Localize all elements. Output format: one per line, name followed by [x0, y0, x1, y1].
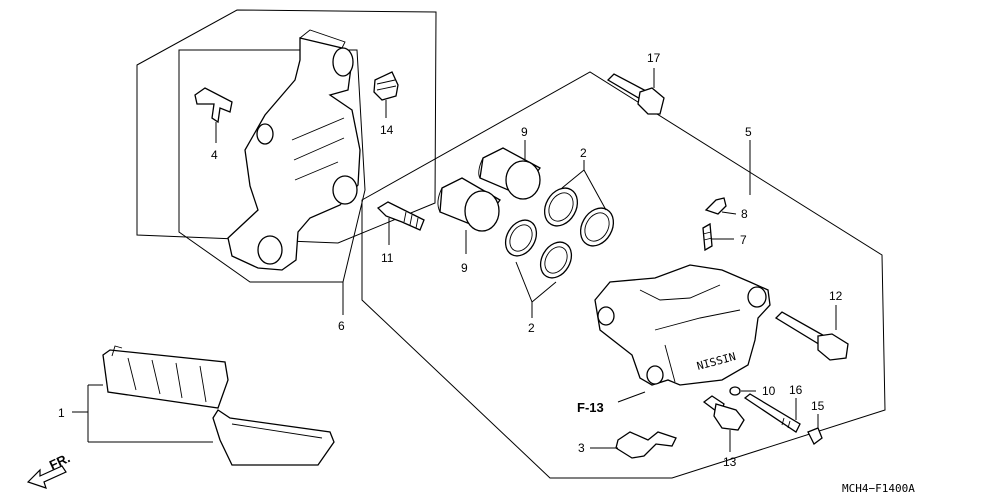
callout-8: 8: [741, 207, 748, 221]
caliper-assembly-box: [361, 71, 886, 479]
piston-upper: [478, 147, 541, 200]
callout-2b: 2: [528, 321, 535, 335]
callout-12: 12: [829, 289, 843, 303]
leader-f13: [617, 391, 646, 403]
callout-17: 17: [647, 51, 661, 65]
bolt-top: [606, 73, 665, 115]
reference-f13: F-13: [577, 400, 604, 415]
piston-seal-set-lower: [504, 219, 573, 279]
caliper-bracket: [227, 29, 361, 271]
brake-pad-upper: [102, 345, 229, 409]
pad-retainer-clip: [194, 87, 233, 124]
piston-seal-set-upper: [543, 187, 615, 247]
callout-14: 14: [380, 123, 394, 137]
pad-spring: [615, 431, 677, 459]
leader-1: [72, 384, 213, 443]
pin-bolt: [774, 311, 849, 361]
leader-8: [721, 211, 737, 215]
pad-pin: [743, 393, 801, 433]
callout-4: 4: [211, 148, 218, 162]
front-direction-arrow: FR.: [26, 450, 72, 489]
callout-11: 11: [381, 251, 394, 265]
callout-16: 16: [789, 383, 803, 397]
o-ring: [729, 386, 741, 396]
callout-13: 13: [723, 455, 737, 469]
caliper-bolt: [702, 395, 745, 431]
callout-2a: 2: [580, 146, 587, 160]
leader-2a: [561, 160, 607, 211]
pin-plug: [807, 427, 823, 445]
callout-7: 7: [740, 233, 747, 247]
callout-9a: 9: [521, 125, 528, 139]
callout-15: 15: [811, 399, 825, 413]
callout-9b: 9: [461, 261, 468, 275]
slide-pin: [376, 201, 425, 231]
callout-3: 3: [578, 441, 585, 455]
callout-5: 5: [745, 125, 752, 139]
bleed-screw: [702, 222, 713, 252]
piston-lower: [437, 177, 501, 232]
leader-2b: [515, 261, 557, 318]
callout-10: 10: [762, 384, 776, 398]
pin-boot: [373, 71, 399, 101]
callout-6: 6: [338, 319, 345, 333]
caliper-body: NISSIN: [594, 264, 771, 386]
bleed-cap: [704, 197, 727, 215]
callout-1: 1: [58, 406, 65, 420]
diagram-code: MCH4−F1400A: [842, 482, 915, 495]
brake-pad-lower: [212, 409, 335, 466]
bracket-assembly-box: [136, 9, 437, 244]
front-arrow-label: FR.: [47, 450, 72, 472]
